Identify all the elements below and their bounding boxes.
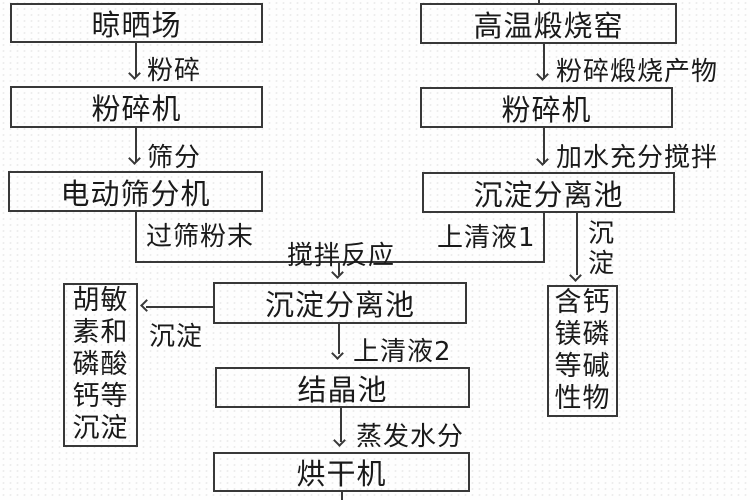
box-crystallization: 结晶池 xyxy=(215,367,470,408)
connector-precipitate-left xyxy=(146,306,213,308)
edge-label-precipitate-vertical: 沉 淀 xyxy=(588,219,615,279)
connector-into-center-pool xyxy=(338,263,340,275)
box-crusher-left: 粉碎机 xyxy=(10,86,263,128)
box-crusher-right: 粉碎机 xyxy=(420,87,673,128)
edge-label-sieving: 筛分 xyxy=(147,143,202,173)
connector-merge-horizontal xyxy=(135,261,545,263)
arrowhead-down-icon xyxy=(536,68,549,81)
edge-label-crushed-calcined: 粉碎煅烧产物 xyxy=(556,57,719,87)
connector-kiln-to-crusher xyxy=(543,44,545,79)
arrowhead-down-icon xyxy=(128,67,141,80)
arrowhead-down-icon xyxy=(331,347,344,360)
box-kiln: 高温煅烧窑 xyxy=(420,3,677,44)
box-electric-sieve: 电动筛分机 xyxy=(8,171,263,212)
arrowhead-down-icon xyxy=(536,153,549,166)
connector-drying-to-crusher xyxy=(135,43,137,77)
connector-dryer-bottom-stub xyxy=(341,492,343,500)
arrowhead-down-icon xyxy=(128,152,141,165)
connector-crusher-to-sedimentation xyxy=(543,128,545,164)
edge-label-evaporate-water: 蒸发水分 xyxy=(356,422,465,452)
box-alkaline-product: 含钙 镁磷 等碱 性物 xyxy=(547,285,618,417)
connector-precipitate-right xyxy=(576,213,578,275)
edge-label-supernatant-2: 上清液2 xyxy=(353,337,452,367)
edge-label-add-water-stir: 加水充分搅拌 xyxy=(556,143,719,173)
connector-supernatant1-down xyxy=(543,213,545,263)
arrowhead-left-icon xyxy=(140,299,153,312)
edge-label-stir-reaction: 搅拌反应 xyxy=(287,241,396,271)
box-sedimentation-center: 沉淀分离池 xyxy=(213,282,467,324)
arrowhead-down-icon xyxy=(569,269,582,282)
connector-pool-to-crystallization xyxy=(338,324,340,354)
edge-label-supernatant-1: 上清液1 xyxy=(437,223,536,253)
connector-kiln-top-stub xyxy=(538,0,540,4)
box-sedimentation-right: 沉淀分离池 xyxy=(422,172,675,213)
connector-crusher-to-sieve xyxy=(135,128,137,162)
connector-sieve-down xyxy=(135,212,137,263)
box-dryer: 烘干机 xyxy=(213,452,470,492)
box-drying-field: 晾晒场 xyxy=(10,3,263,43)
edge-label-crush: 粉碎 xyxy=(147,56,202,86)
box-humin-precipitate: 胡敏 素和 磷酸 钙等 沉淀 xyxy=(63,283,138,447)
edge-label-sieved-powder: 过筛粉末 xyxy=(146,222,255,252)
arrowhead-down-icon xyxy=(333,434,346,447)
edge-label-precipitate-left: 沉淀 xyxy=(149,322,204,352)
connector-crystallization-to-dryer xyxy=(340,408,342,442)
